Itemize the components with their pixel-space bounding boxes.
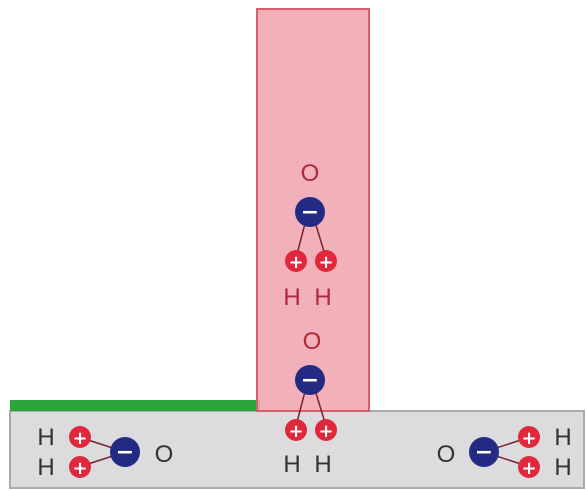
hydrogen-label: H xyxy=(37,454,54,481)
hydrogen-label: H xyxy=(283,284,300,311)
water-molecule-base-left: − + + O H H xyxy=(37,424,173,481)
hydrogen-atom xyxy=(285,419,307,441)
water-molecule-column-upper: − + + O H H xyxy=(283,160,337,311)
hydrogen-label: H xyxy=(554,424,571,451)
oxygen-atom xyxy=(295,365,325,395)
hydrogen-charge: + xyxy=(288,421,303,442)
oxygen-charge: − xyxy=(301,200,319,225)
hydrogen-charge: + xyxy=(521,428,536,449)
oxygen-atom xyxy=(469,437,499,467)
hydrogen-atom xyxy=(315,250,337,272)
hydrogen-charge: + xyxy=(72,428,87,449)
oxygen-label: O xyxy=(155,441,174,468)
hydrogen-label: H xyxy=(554,454,571,481)
hydrogen-atom xyxy=(69,426,91,448)
hydrogen-atom xyxy=(315,419,337,441)
oxygen-atom xyxy=(295,197,325,227)
hydrogen-charge: + xyxy=(318,421,333,442)
green-strip xyxy=(10,400,260,411)
water-molecule-base-right: − + + O H H xyxy=(437,424,572,481)
oxygen-label: O xyxy=(301,160,320,187)
hydrogen-charge: + xyxy=(288,252,303,273)
hydrogen-charge: + xyxy=(521,458,536,479)
hydrogen-label: H xyxy=(283,451,300,478)
hydrogen-label: H xyxy=(314,284,331,311)
oxygen-atom xyxy=(110,437,140,467)
oxygen-charge: − xyxy=(301,368,319,393)
hydrogen-atom xyxy=(518,456,540,478)
oxygen-charge: − xyxy=(475,440,493,465)
water-molecule-column-lower: − + + O H H xyxy=(283,328,337,478)
hydrogen-charge: + xyxy=(72,458,87,479)
hydrogen-label: H xyxy=(314,451,331,478)
hydrogen-atom xyxy=(285,250,307,272)
oxygen-charge: − xyxy=(116,440,134,465)
hydrogen-atom xyxy=(69,456,91,478)
oxygen-label: O xyxy=(303,328,322,355)
hydrogen-atom xyxy=(518,426,540,448)
hydrogen-charge: + xyxy=(318,252,333,273)
oxygen-label: O xyxy=(437,441,456,468)
hydrogen-label: H xyxy=(37,424,54,451)
